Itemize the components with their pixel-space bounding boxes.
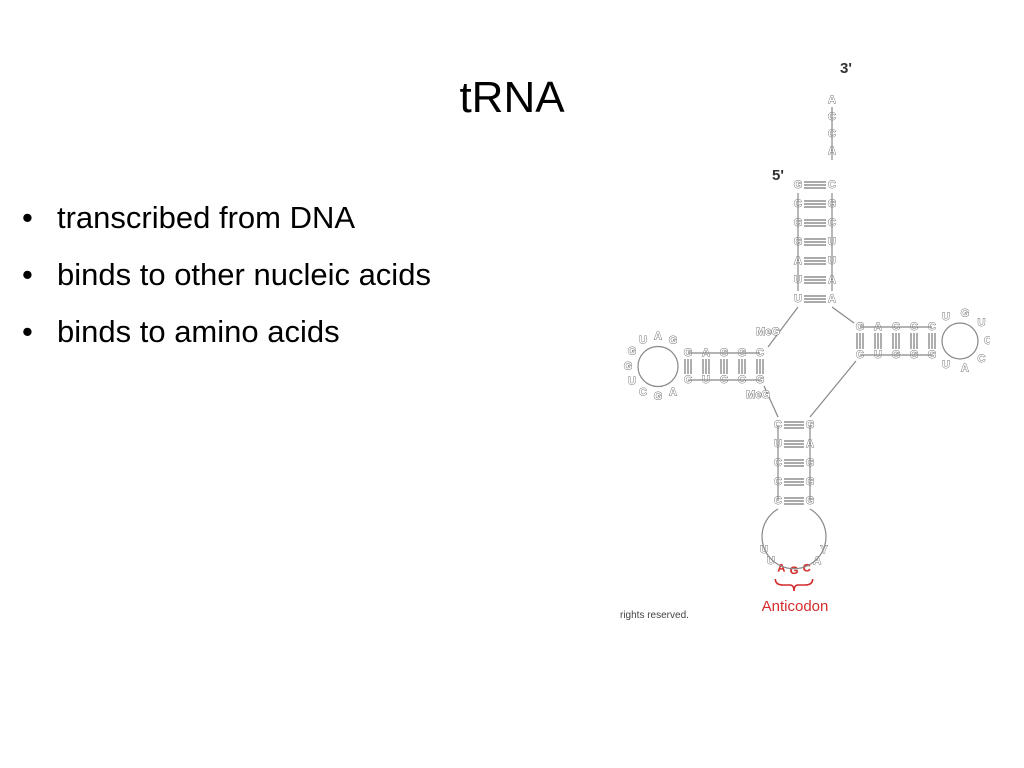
backbone-line — [831, 306, 855, 324]
backbone-line — [767, 306, 799, 348]
modified-base-label: MeG — [756, 326, 780, 338]
d-loop-nucleotide: G — [624, 361, 633, 373]
d-loop-nucleotide: U — [639, 335, 647, 347]
copyright-text: rights reserved. — [620, 610, 689, 621]
bullet-text: binds to other nucleic acids — [57, 257, 431, 292]
d-loop-ring — [637, 345, 679, 388]
anticodon-nucleotide: G — [790, 565, 799, 577]
acceptor-stem-nucleotide: C — [828, 179, 836, 191]
d-loop-nucleotide: C — [639, 386, 647, 398]
t-loop-nucleotide: C — [977, 353, 985, 365]
bullet-text: binds to amino acids — [57, 314, 340, 349]
anticodon-nucleotide: A — [777, 562, 785, 574]
t-arm-nucleotide: C — [928, 321, 936, 333]
acceptor-stem-nucleotide: U — [794, 293, 802, 305]
acceptor-stem-nucleotide: A — [828, 293, 836, 305]
acceptor-tail-nucleotide: A — [828, 94, 836, 106]
anticodon-loop-nucleotide: A — [813, 555, 821, 567]
anticodon-loop-ring — [761, 508, 827, 570]
bullet-text: transcribed from DNA — [57, 200, 356, 235]
t-loop-nucleotide: A — [961, 363, 969, 375]
three-prime-end-label: 3' — [840, 60, 852, 77]
t-loop-nucleotide: U — [977, 317, 985, 329]
backbone-line — [763, 385, 779, 418]
anticodon-loop-nucleotide: Y — [820, 544, 828, 556]
d-loop-nucleotide: A — [654, 331, 662, 343]
five-prime-end-label: 5' — [772, 167, 784, 184]
bullet-icon: • — [22, 257, 33, 292]
anticodon-loop-nucleotide: U — [760, 544, 768, 556]
bullet-icon: • — [22, 314, 33, 349]
anticodon-brace — [774, 578, 814, 592]
d-loop-nucleotide: G — [628, 346, 637, 358]
d-arm-nucleotide: C — [756, 347, 764, 359]
slide-title: tRNA — [459, 73, 565, 122]
acceptor-stem-nucleotide: G — [794, 179, 803, 191]
bullet-icon: • — [22, 200, 33, 235]
bullet-item: • transcribed from DNA — [0, 196, 600, 253]
d-loop-nucleotide: U — [628, 376, 636, 388]
backbone-line — [809, 360, 857, 418]
modified-base-label: MeG — [746, 389, 770, 401]
bullet-item: • binds to other nucleic acids — [0, 253, 600, 310]
d-loop-nucleotide: G — [654, 391, 663, 403]
d-loop-nucleotide: A — [669, 386, 677, 398]
t-loop-nucleotide: G — [961, 307, 970, 319]
d-loop-nucleotide: G — [669, 335, 678, 347]
t-loop-ring — [941, 322, 979, 360]
t-loop-nucleotide: U — [942, 311, 950, 323]
bullet-list: • transcribed from DNA • binds to other … — [0, 196, 600, 367]
bullet-item: • binds to amino acids — [0, 310, 600, 367]
anticodon-label: Anticodon — [762, 598, 829, 615]
anticodon-nucleotide: C — [803, 562, 811, 574]
t-loop-nucleotide: U — [942, 359, 950, 371]
anticodon-loop-nucleotide: U — [767, 555, 775, 567]
t-loop-nucleotide: C — [984, 335, 990, 347]
